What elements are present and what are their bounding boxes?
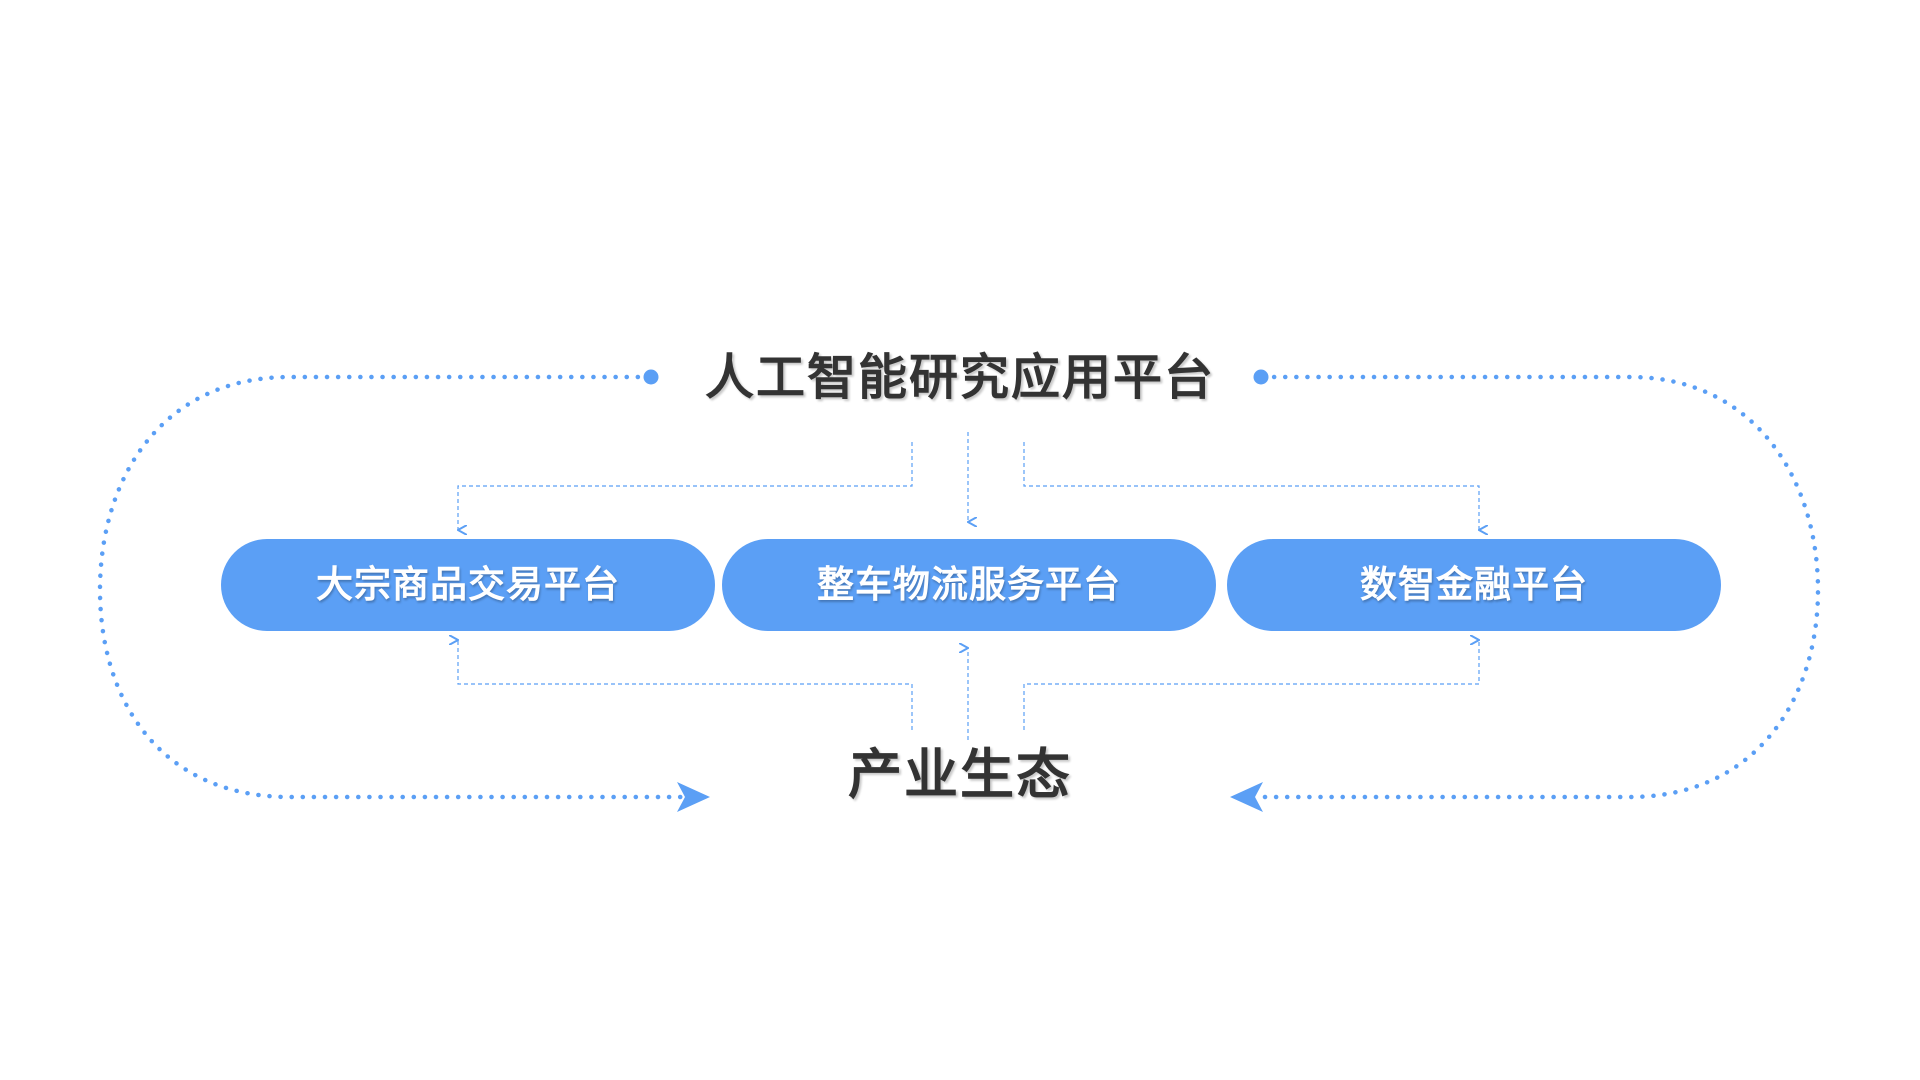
top-to-left-connector <box>458 442 913 530</box>
platform-pill-digital-finance: 数智金融平台 <box>1227 539 1721 631</box>
left-cycle-arrow-icon <box>677 782 710 812</box>
top-platform-title: 人工智能研究应用平台 <box>704 349 1215 406</box>
left-cycle-path <box>97 374 688 800</box>
platform-pill-commodity-trading: 大宗商品交易平台 <box>221 539 715 631</box>
left-endpoint-dot-icon <box>643 369 659 385</box>
platform-pill-vehicle-logistics: 整车物流服务平台 <box>722 539 1216 631</box>
industry-ecosystem-title: 产业生态 <box>848 743 1072 806</box>
bottom-to-right-connector <box>1023 640 1479 730</box>
top-to-right-connector <box>1023 442 1479 530</box>
right-cycle-arrow-icon <box>1230 782 1263 812</box>
right-endpoint-dot-icon <box>1253 369 1269 385</box>
bottom-to-left-connector <box>458 640 913 730</box>
